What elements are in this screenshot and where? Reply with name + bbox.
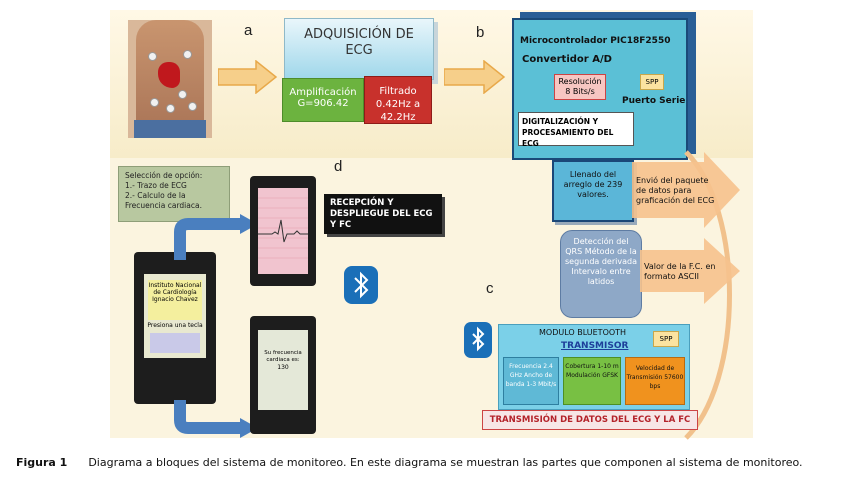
bluetooth-icon (344, 266, 378, 304)
selection-option-1: 1.- Trazo de ECG (125, 181, 187, 190)
arrow-acquisition-to-micro (444, 60, 506, 94)
bt-spp-badge: SPP (653, 331, 679, 347)
phone-press-key: Presiona una tecla (147, 322, 203, 329)
arrow-to-fc-phone (174, 400, 258, 438)
bt-module-title: MODULO BLUETOOTH (539, 328, 627, 337)
amplification-block: Amplificación G=906.42 (282, 78, 364, 122)
caption-text: Diagrama a bloques del sistema de monito… (88, 456, 803, 469)
selection-option-2: 2.- Calculo de la Frecuencia cardiaca. (125, 191, 202, 210)
arrow-fc-value (640, 238, 740, 304)
amplification-label: Amplificación G=906.42 (289, 87, 357, 109)
option-selection-box: Selección de opción: 1.- Trazo de ECG 2.… (118, 166, 230, 222)
heart-icon (158, 62, 180, 88)
serial-port-label: Puerto Serie (622, 96, 686, 106)
bluetooth-module-block: MODULO BLUETOOTH TRANSMISOR SPP Frecuenc… (498, 324, 690, 410)
micro-title: Microcontrolador PIC18F2550 (520, 36, 671, 46)
label-c: c (486, 280, 494, 297)
bluetooth-module-icon (464, 322, 492, 358)
patient-photo (128, 20, 212, 138)
ecg-phone (250, 176, 316, 286)
digitalization-box: DIGITALIZACIÓN Y PROCESAMIENTO DEL ECG (518, 112, 634, 148)
resolution-box: Resolución 8 Bits/s (554, 74, 606, 100)
fc-phone-text: Su frecuencia cardiaca es: (264, 350, 302, 363)
reception-banner: RECEPCIÓN Y DESPLIEGUE DEL ECG Y FC (324, 194, 442, 234)
fc-phone-value: 130 (277, 364, 289, 371)
arrow-photo-to-acquisition (218, 60, 278, 94)
bt-transmitter-label: TRANSMISOR (561, 341, 629, 351)
label-a: a (244, 22, 253, 39)
acquisition-block: ADQUISICIÓN DE ECG (284, 18, 434, 80)
bt-coverage-label: Cobertura 1-10 m Modulación GFSK (565, 363, 619, 379)
transmission-label: TRANSMISIÓN DE DATOS DEL ECG Y LA FC (489, 415, 691, 425)
bt-freq-box: Frecuencia 2.4 GHz Ancho de banda 1-3 Mb… (503, 357, 559, 405)
selection-title: Selección de opción: (125, 171, 203, 180)
label-d: d (334, 158, 343, 175)
fc-phone: Su frecuencia cardiaca es: 130 (250, 316, 316, 434)
bt-coverage-box: Cobertura 1-10 m Modulación GFSK (563, 357, 621, 405)
converter-label: Convertidor A/D (522, 54, 612, 65)
label-b: b (476, 24, 485, 41)
fill-array-block: Llenado del arreglo de 239 valores. (552, 160, 634, 222)
fill-array-label: Llenado del arreglo de 239 valores. (563, 170, 623, 199)
send-packet-label: Envió del paquete de datos para graficac… (636, 176, 715, 205)
qrs-detection-block: Detección del QRS Método de la segunda d… (560, 230, 642, 318)
ecg-trace (258, 197, 308, 259)
arrow-to-ecg-phone (174, 214, 258, 260)
phone-institute-text: Instituto Nacional de Cardiología Ignaci… (148, 280, 202, 320)
acquisition-title: ADQUISICIÓN DE ECG (304, 27, 414, 58)
resolution-label: Resolución 8 Bits/s (558, 77, 602, 96)
figure-caption: Figura 1 Diagrama a bloques del sistema … (16, 455, 852, 471)
digitalization-label: DIGITALIZACIÓN Y PROCESAMIENTO DEL ECG (522, 117, 614, 148)
microcontroller-block: Microcontrolador PIC18F2550 Convertidor … (512, 18, 688, 160)
micro-spp-badge: SPP (640, 74, 664, 90)
filter-label: Filtrado 0.42Hz a 42.2Hz (375, 86, 421, 123)
bt-freq-label: Frecuencia 2.4 GHz Ancho de banda 1-3 Mb… (505, 363, 557, 388)
bt-speed-box: Velocidad de Transmisión 57600 bps (625, 357, 685, 405)
main-phone: Instituto Nacional de Cardiología Ignaci… (134, 252, 216, 404)
fc-value-label: Valor de la F.C. en formato ASCII (644, 262, 716, 281)
caption-label: Figura 1 (16, 456, 68, 469)
bt-speed-label: Velocidad de Transmisión 57600 bps (626, 365, 684, 390)
reception-label: RECEPCIÓN Y DESPLIEGUE DEL ECG Y FC (330, 198, 433, 230)
arrow-send-packet (632, 152, 740, 228)
qrs-detection-label: Detección del QRS Método de la segunda d… (565, 237, 637, 286)
filter-block: Filtrado 0.42Hz a 42.2Hz (364, 76, 432, 124)
transmission-banner: TRANSMISIÓN DE DATOS DEL ECG Y LA FC (482, 410, 698, 430)
